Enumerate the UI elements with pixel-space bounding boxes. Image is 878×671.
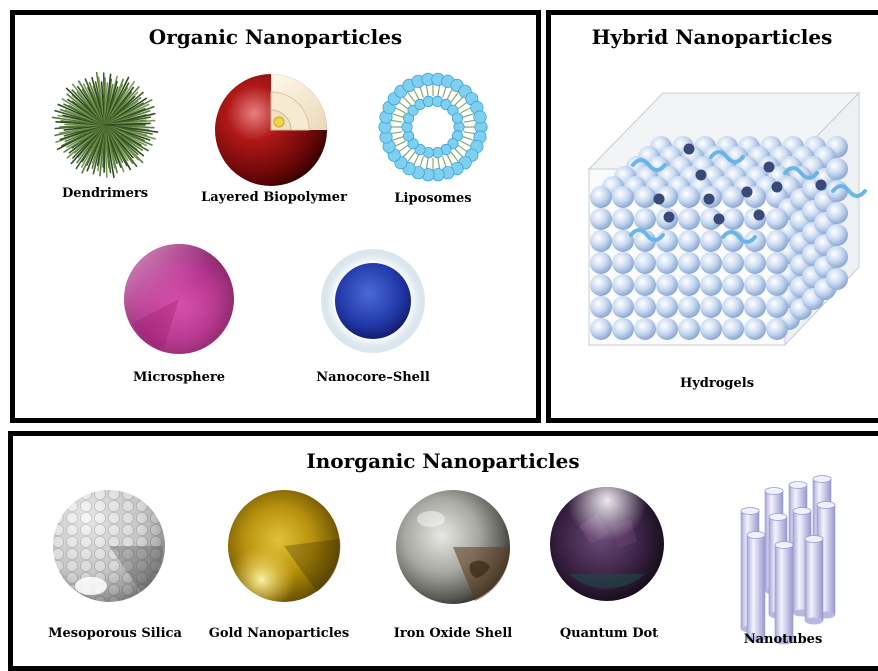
quantum-dot-illustration (549, 486, 665, 602)
liposomes-label: Liposomes (394, 191, 471, 207)
layered-biopolymer-illustration (213, 70, 329, 186)
layered-biopolymer-label: Layered Biopolymer (201, 190, 347, 206)
iron-oxide-shell-label: Iron Oxide Shell (394, 626, 512, 642)
iron-oxide-shell-illustration (395, 489, 511, 605)
dendrimer-illustration (50, 70, 160, 180)
microsphere-label: Microsphere (133, 370, 225, 386)
nanocore-shell-illustration (320, 248, 426, 354)
organic-nanoparticles-panel: Organic Nanoparticles Dendrimers Layered… (10, 10, 541, 423)
gold-nanoparticle-illustration (227, 489, 341, 603)
mesoporous-silica-illustration (51, 488, 167, 604)
microsphere-illustration (123, 243, 235, 355)
liposome-illustration (377, 71, 489, 183)
dendrimers-label: Dendrimers (62, 186, 148, 202)
inorganic-nanoparticles-panel: Inorganic Nanoparticles Mesoporous Silic… (8, 431, 878, 671)
mesoporous-silica-label: Mesoporous Silica (48, 626, 182, 642)
hybrid-panel-title: Hybrid Nanoparticles (551, 25, 873, 49)
nanotubes-illustration (727, 472, 837, 634)
hybrid-nanoparticles-panel: Hybrid Nanoparticles Hydrogels (546, 10, 878, 423)
organic-panel-title: Organic Nanoparticles (15, 25, 536, 49)
gold-nanoparticles-label: Gold Nanoparticles (209, 626, 350, 642)
hydrogels-label: Hydrogels (680, 376, 754, 392)
quantum-dot-label: Quantum Dot (560, 626, 658, 642)
nanotubes-label: Nanotubes (744, 632, 823, 648)
inorganic-panel-title: Inorganic Nanoparticles (13, 449, 873, 473)
hydrogel-illustration (589, 87, 861, 369)
nanocore-shell-label: Nanocore–Shell (316, 370, 430, 386)
